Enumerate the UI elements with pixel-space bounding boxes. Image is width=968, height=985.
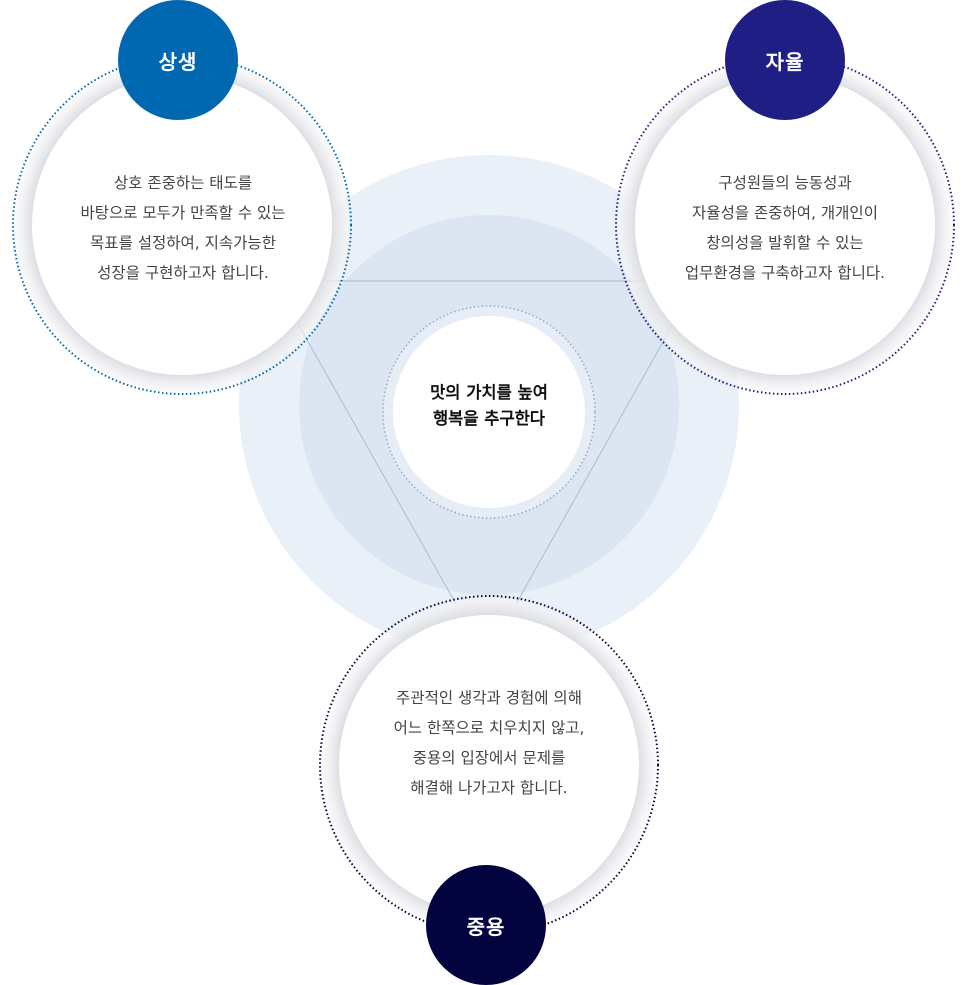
description-jungyong: 주관적인 생각과 경험에 의해 어느 한쪽으로 치우치지 않고, 중용의 입장에… (339, 683, 639, 803)
description-line: 성장을 구현하고자 합니다. (97, 264, 269, 282)
value-disc (339, 615, 639, 915)
description-line: 어느 한쪽으로 치우치지 않고, (393, 719, 585, 737)
center-disc (393, 316, 585, 508)
connector-line-left (296, 321, 457, 605)
badge-jungyong: 중용 (426, 865, 546, 985)
description-line: 목표를 설정하여, 지속가능한 (90, 234, 276, 252)
description-line: 창의성을 발휘할 수 있는 (706, 234, 864, 252)
description-jayul: 구성원들의 능동성과 자율성을 존중하여, 개개인이 창의성을 발휘할 수 있는… (635, 168, 935, 288)
description-line: 중용의 입장에서 문제를 (412, 749, 566, 767)
center-slogan: 맛의 가치를 높여 행복을 추구한다 (389, 380, 589, 432)
description-line: 상호 존중하는 태도를 (113, 174, 253, 192)
description-line: 해결해 나가고자 합니다. (410, 779, 568, 797)
value-disc (635, 75, 935, 375)
description-line: 자율성을 존중하여, 개개인이 (692, 204, 878, 222)
slogan-line: 행복을 추구한다 (432, 409, 545, 428)
value-disc (32, 75, 332, 375)
description-line: 바탕으로 모두가 만족할 수 있는 (80, 204, 286, 222)
description-line: 업무환경을 구축하고자 합니다. (684, 264, 886, 282)
description-sangsaeng: 상호 존중하는 태도를 바탕으로 모두가 만족할 수 있는 목표를 설정하여, … (33, 168, 333, 288)
connector-line-right (515, 323, 674, 605)
description-line: 구성원들의 능동성과 (718, 174, 852, 192)
badge-jayul: 자율 (725, 0, 845, 120)
badge-sangsaeng: 상생 (118, 0, 238, 120)
description-line: 주관적인 생각과 경험에 의해 (396, 689, 582, 707)
slogan-line: 맛의 가치를 높여 (430, 383, 548, 402)
